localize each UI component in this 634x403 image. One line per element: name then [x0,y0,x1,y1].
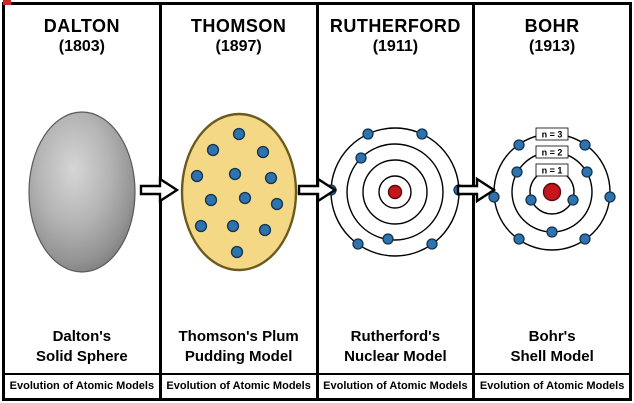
thomson-caption: Thomson's Plum Pudding Model [178,328,299,365]
bohr-title: BOHR [524,16,580,36]
orbit-label-n2: n = 2 [542,148,563,158]
bohr-figure: n = 3 n = 2 n = 1 [475,57,629,327]
bohr-footer: Evolution of Atomic Models [475,373,629,398]
plum-pudding-icon [180,112,297,272]
dalton-figure [5,57,159,327]
bohr-year: (1913) [529,38,576,55]
arrow-right-icon [456,176,496,204]
shell-model-icon: n = 3 n = 2 n = 1 [488,127,616,251]
arrow-right-icon [139,176,179,204]
dalton-title: DALTON [43,16,121,36]
panel-bohr: BOHR (1913) [475,5,629,398]
dalton-footer: Evolution of Atomic Models [5,373,159,398]
nuclear-model-icon [325,127,466,257]
solid-sphere-icon [28,111,136,273]
thomson-figure [162,57,316,327]
dalton-year: (1803) [58,38,105,55]
panel-thomson: THOMSON (1897) [161,5,319,398]
thomson-footer: Evolution of Atomic Models [161,373,316,398]
rutherford-figure [319,57,473,327]
bohr-caption: Bohr's Shell Model [510,328,594,365]
orbit-label-n1: n = 1 [542,166,563,176]
orbit-label-n3: n = 3 [542,130,563,140]
rutherford-title: RUTHERFORD [329,16,461,36]
rutherford-footer: Evolution of Atomic Models [318,373,473,398]
rutherford-caption: Rutherford's Nuclear Model [344,328,447,365]
thomson-year: (1897) [215,38,262,55]
nucleus-dot [388,184,403,200]
panel-rutherford: RUTHERFORD (1911) [318,5,476,398]
nucleus-dot [542,182,562,202]
arrow-right-icon [297,176,337,204]
dalton-caption: Dalton's Solid Sphere [36,328,128,365]
rutherford-year: (1911) [372,38,419,55]
thomson-title: THOMSON [190,16,287,36]
corner-red-mark [3,0,11,5]
